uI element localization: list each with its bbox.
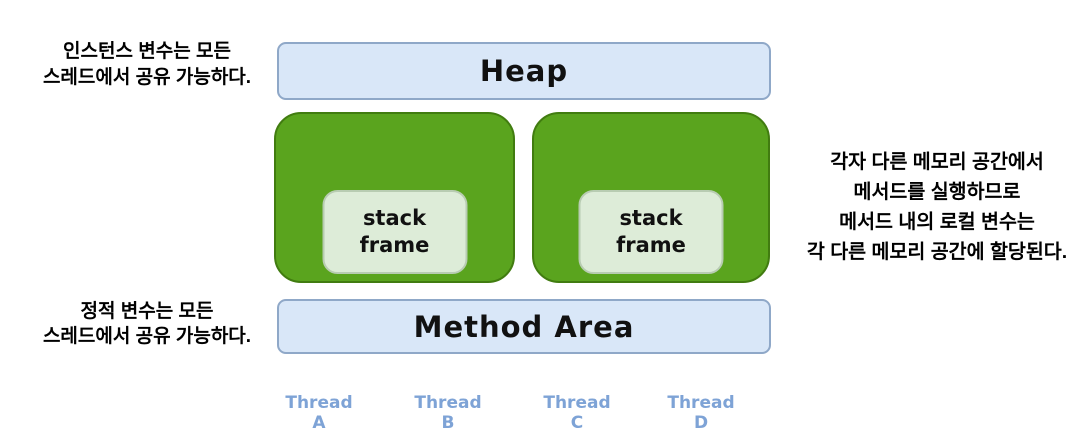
local-variable-note: 각자 다른 메모리 공간에서 메서드를 실행하므로 메서드 내의 로컬 변수는 … <box>786 147 1088 267</box>
heap-label: Heap <box>479 54 569 88</box>
note-line: 스레드에서 공유 가능하다. <box>42 326 252 347</box>
note-line: 각자 다른 메모리 공간에서 <box>830 151 1044 173</box>
stack-frame-label-line: frame <box>616 233 686 257</box>
thread-a-label: Thread A <box>285 393 353 433</box>
static-variable-note: 정적 변수는 모든 스레드에서 공유 가능하다. <box>26 299 268 349</box>
stack-frame-label-line: stack <box>619 206 683 230</box>
stack-frame-label-line: frame <box>359 233 430 257</box>
method-area-label: Method Area <box>413 309 635 344</box>
thread-stack-box-2: stack frame <box>532 112 770 283</box>
thread-b-label: Thread B <box>414 393 482 433</box>
instance-variable-note: 인스턴스 변수는 모든 스레드에서 공유 가능하다. <box>26 39 268 91</box>
note-line: 정적 변수는 모든 <box>80 301 214 322</box>
thread-d-label: Thread D <box>667 393 735 433</box>
stack-frame-label-line: stack <box>362 206 427 230</box>
note-line: 각 다른 메모리 공간에 할당된다. <box>806 241 1068 263</box>
note-line: 메서드를 실행하므로 <box>853 181 1021 203</box>
thread-stack-box-1: stack frame <box>274 112 515 283</box>
note-line: 인스턴스 변수는 모든 <box>63 41 231 62</box>
stack-frame-box-2: stack frame <box>578 190 724 274</box>
method-area-box: Method Area <box>277 299 771 354</box>
thread-c-label: Thread C <box>543 393 611 433</box>
note-line: 메서드 내의 로컬 변수는 <box>839 211 1035 233</box>
heap-box: Heap <box>277 42 771 100</box>
note-line: 스레드에서 공유 가능하다. <box>42 67 252 88</box>
stack-frame-box-1: stack frame <box>322 190 467 274</box>
